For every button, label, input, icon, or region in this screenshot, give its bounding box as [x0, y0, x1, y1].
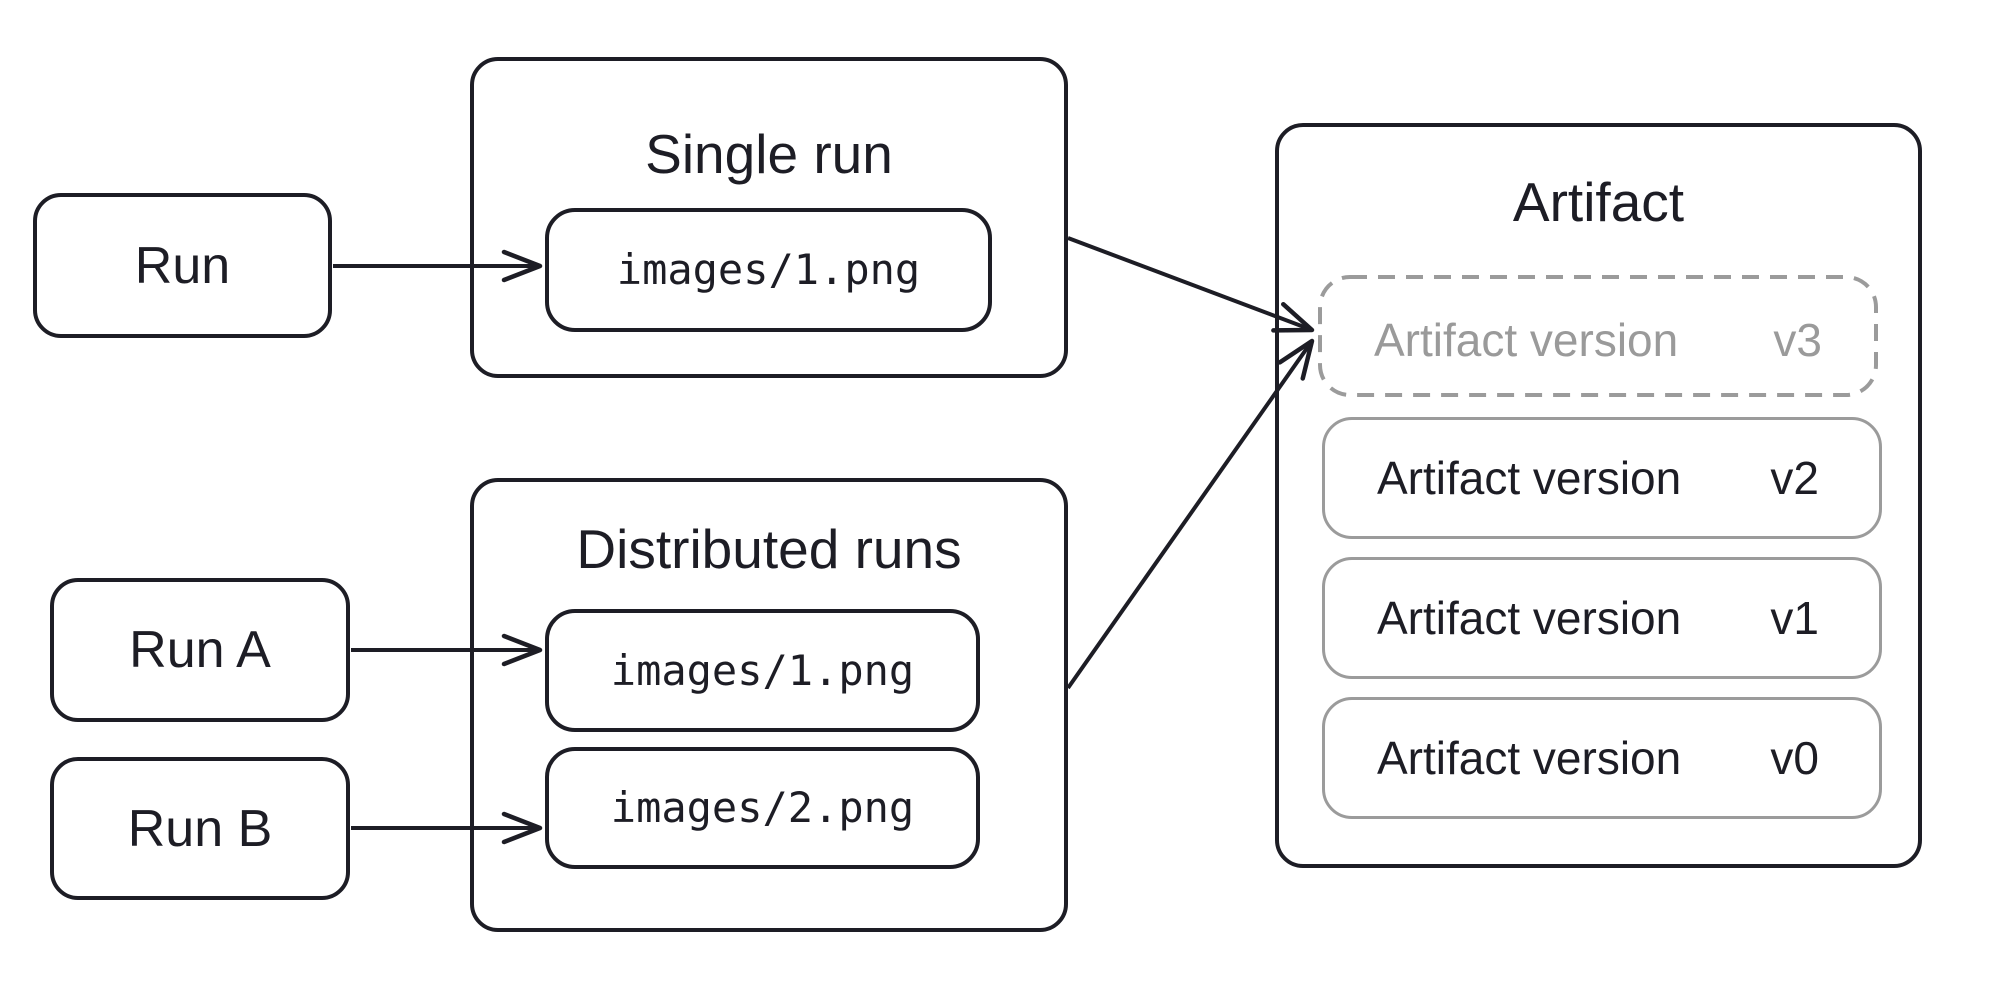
artifact-version-v0-tag: v0: [1770, 732, 1819, 784]
distributed-runs-file-2-label: images/2.png: [610, 783, 915, 832]
run-a-node-label: Run A: [129, 621, 271, 679]
run-b-node: Run B: [50, 757, 350, 900]
artifact-group-title: Artifact: [1512, 171, 1685, 233]
artifact-version-row-v1: Artifact version v1: [1322, 557, 1882, 679]
distributed-runs-file-box-2: images/2.png: [545, 747, 980, 869]
artifact-version-v2-label: Artifact version: [1377, 452, 1682, 504]
artifact-version-v3-tag: v3: [1773, 314, 1822, 366]
run-b-node-label: Run B: [127, 799, 273, 858]
distributed-runs-file-1-label: images/1.png: [610, 645, 915, 695]
artifact-version-row-v2: Artifact version v2: [1322, 417, 1882, 539]
distributed-runs-group: Distributed runs images/1.png images/2.p…: [470, 478, 1068, 932]
run-a-node: Run A: [50, 578, 350, 722]
artifact-version-v3-label: Artifact version: [1374, 314, 1679, 366]
run-node-label: Run: [134, 236, 231, 295]
single-run-group: Single run images/1.png: [470, 57, 1068, 378]
artifact-version-v1-tag: v1: [1770, 592, 1819, 644]
artifact-version-row-v3: Artifact version v3: [1322, 279, 1882, 401]
single-run-group-title: Single run: [645, 123, 893, 185]
artifact-version-v0-label: Artifact version: [1377, 732, 1682, 784]
run-node: Run: [33, 193, 332, 338]
artifact-version-row-v0: Artifact version v0: [1322, 697, 1882, 819]
distributed-runs-file-box-1: images/1.png: [545, 609, 980, 732]
artifact-version-v2-tag: v2: [1770, 452, 1819, 504]
single-run-file-box: images/1.png: [545, 208, 992, 332]
distributed-runs-group-title: Distributed runs: [576, 518, 962, 580]
artifact-version-v1-label: Artifact version: [1377, 592, 1682, 644]
artifact-group: Artifact Artifact version v3 Artifact ve…: [1275, 123, 1922, 868]
single-run-file-label: images/1.png: [616, 245, 921, 294]
